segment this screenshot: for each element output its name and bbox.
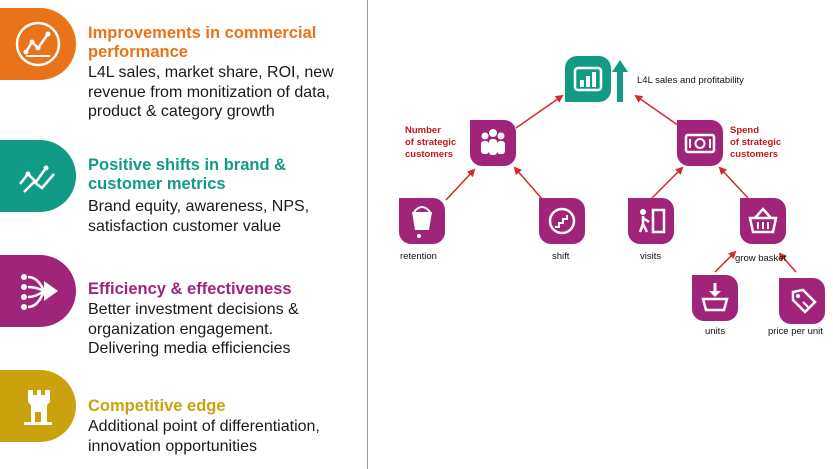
benefit-body-line: Additional point of differentiation, <box>88 418 320 435</box>
benefit-title-line: customer metrics <box>88 175 226 193</box>
benefit-body-line: innovation opportunities <box>88 437 258 455</box>
price-tag-icon <box>779 278 825 324</box>
units-label: units <box>705 326 726 337</box>
basket-down-icon <box>692 275 738 321</box>
top-node-label: L4L sales and profitability <box>637 75 744 86</box>
bucket-icon <box>399 198 445 244</box>
benefit-title-line: performance <box>88 43 188 61</box>
arrow-retention-to-number <box>445 168 476 201</box>
benefit-body-line: Better investment decisions & <box>88 301 299 318</box>
vertical-divider <box>367 0 368 469</box>
visits-label: visits <box>640 251 662 262</box>
label-line: customers <box>730 149 779 160</box>
arrow-visits-to-spend <box>651 166 684 199</box>
benefit-title-line: Positive shifts in brand & <box>88 156 287 174</box>
benefit-body-line: L4L sales, market share, ROI, new <box>88 64 334 81</box>
label-line: of strategic <box>405 137 457 148</box>
person-door-icon <box>628 198 674 244</box>
number-customers-label: Number of strategic customers <box>405 125 475 161</box>
benefit-body-line: Brand equity, awareness, NPS, <box>88 198 310 215</box>
label-line: customers <box>405 149 454 160</box>
retention-label: retention <box>400 251 437 262</box>
benefit-body-line: revenue from monitization of data, <box>88 83 330 101</box>
streams-arrow-icon <box>0 255 76 327</box>
benefit-body-line: organization engagement. <box>88 320 274 338</box>
label-line: Number <box>405 125 441 136</box>
benefit-body-line: product & category growth <box>88 103 275 120</box>
benefit-body-line: Delivering media efficiencies <box>88 340 291 357</box>
up-arrow-icon <box>612 60 628 102</box>
shift-label: shift <box>552 251 570 262</box>
people-group-icon <box>470 120 516 166</box>
benefit-title-line: Competitive edge <box>88 397 226 415</box>
arrow-shift-to-number <box>513 166 544 201</box>
label-line: of strategic <box>730 137 782 148</box>
trend-lines-icon <box>0 140 76 212</box>
arrow-basket-to-spend <box>718 166 749 199</box>
stairs-icon <box>539 198 585 244</box>
money-bill-icon <box>677 120 723 166</box>
label-line: Spend <box>730 125 760 136</box>
benefit-title-line: Improvements in commercial <box>88 24 317 42</box>
line-chart-icon <box>0 8 76 80</box>
arrow-price-to-basket <box>778 252 797 273</box>
benefit-title-line: Efficiency & effectiveness <box>88 280 292 298</box>
price-per-unit-label: price per unit <box>768 326 823 337</box>
arrow-number-to-top <box>515 94 564 129</box>
bar-chart-icon <box>565 56 611 102</box>
arrow-units-to-basket <box>714 250 737 273</box>
arrow-spend-to-top <box>634 94 683 129</box>
basket-icon <box>740 198 786 244</box>
castle-tower-icon <box>0 370 76 442</box>
spend-customers-label: Spend of strategic customers <box>730 125 800 161</box>
grow-basket-label: grow basket <box>735 253 787 264</box>
benefit-body-line: satisfaction customer value <box>88 217 281 235</box>
